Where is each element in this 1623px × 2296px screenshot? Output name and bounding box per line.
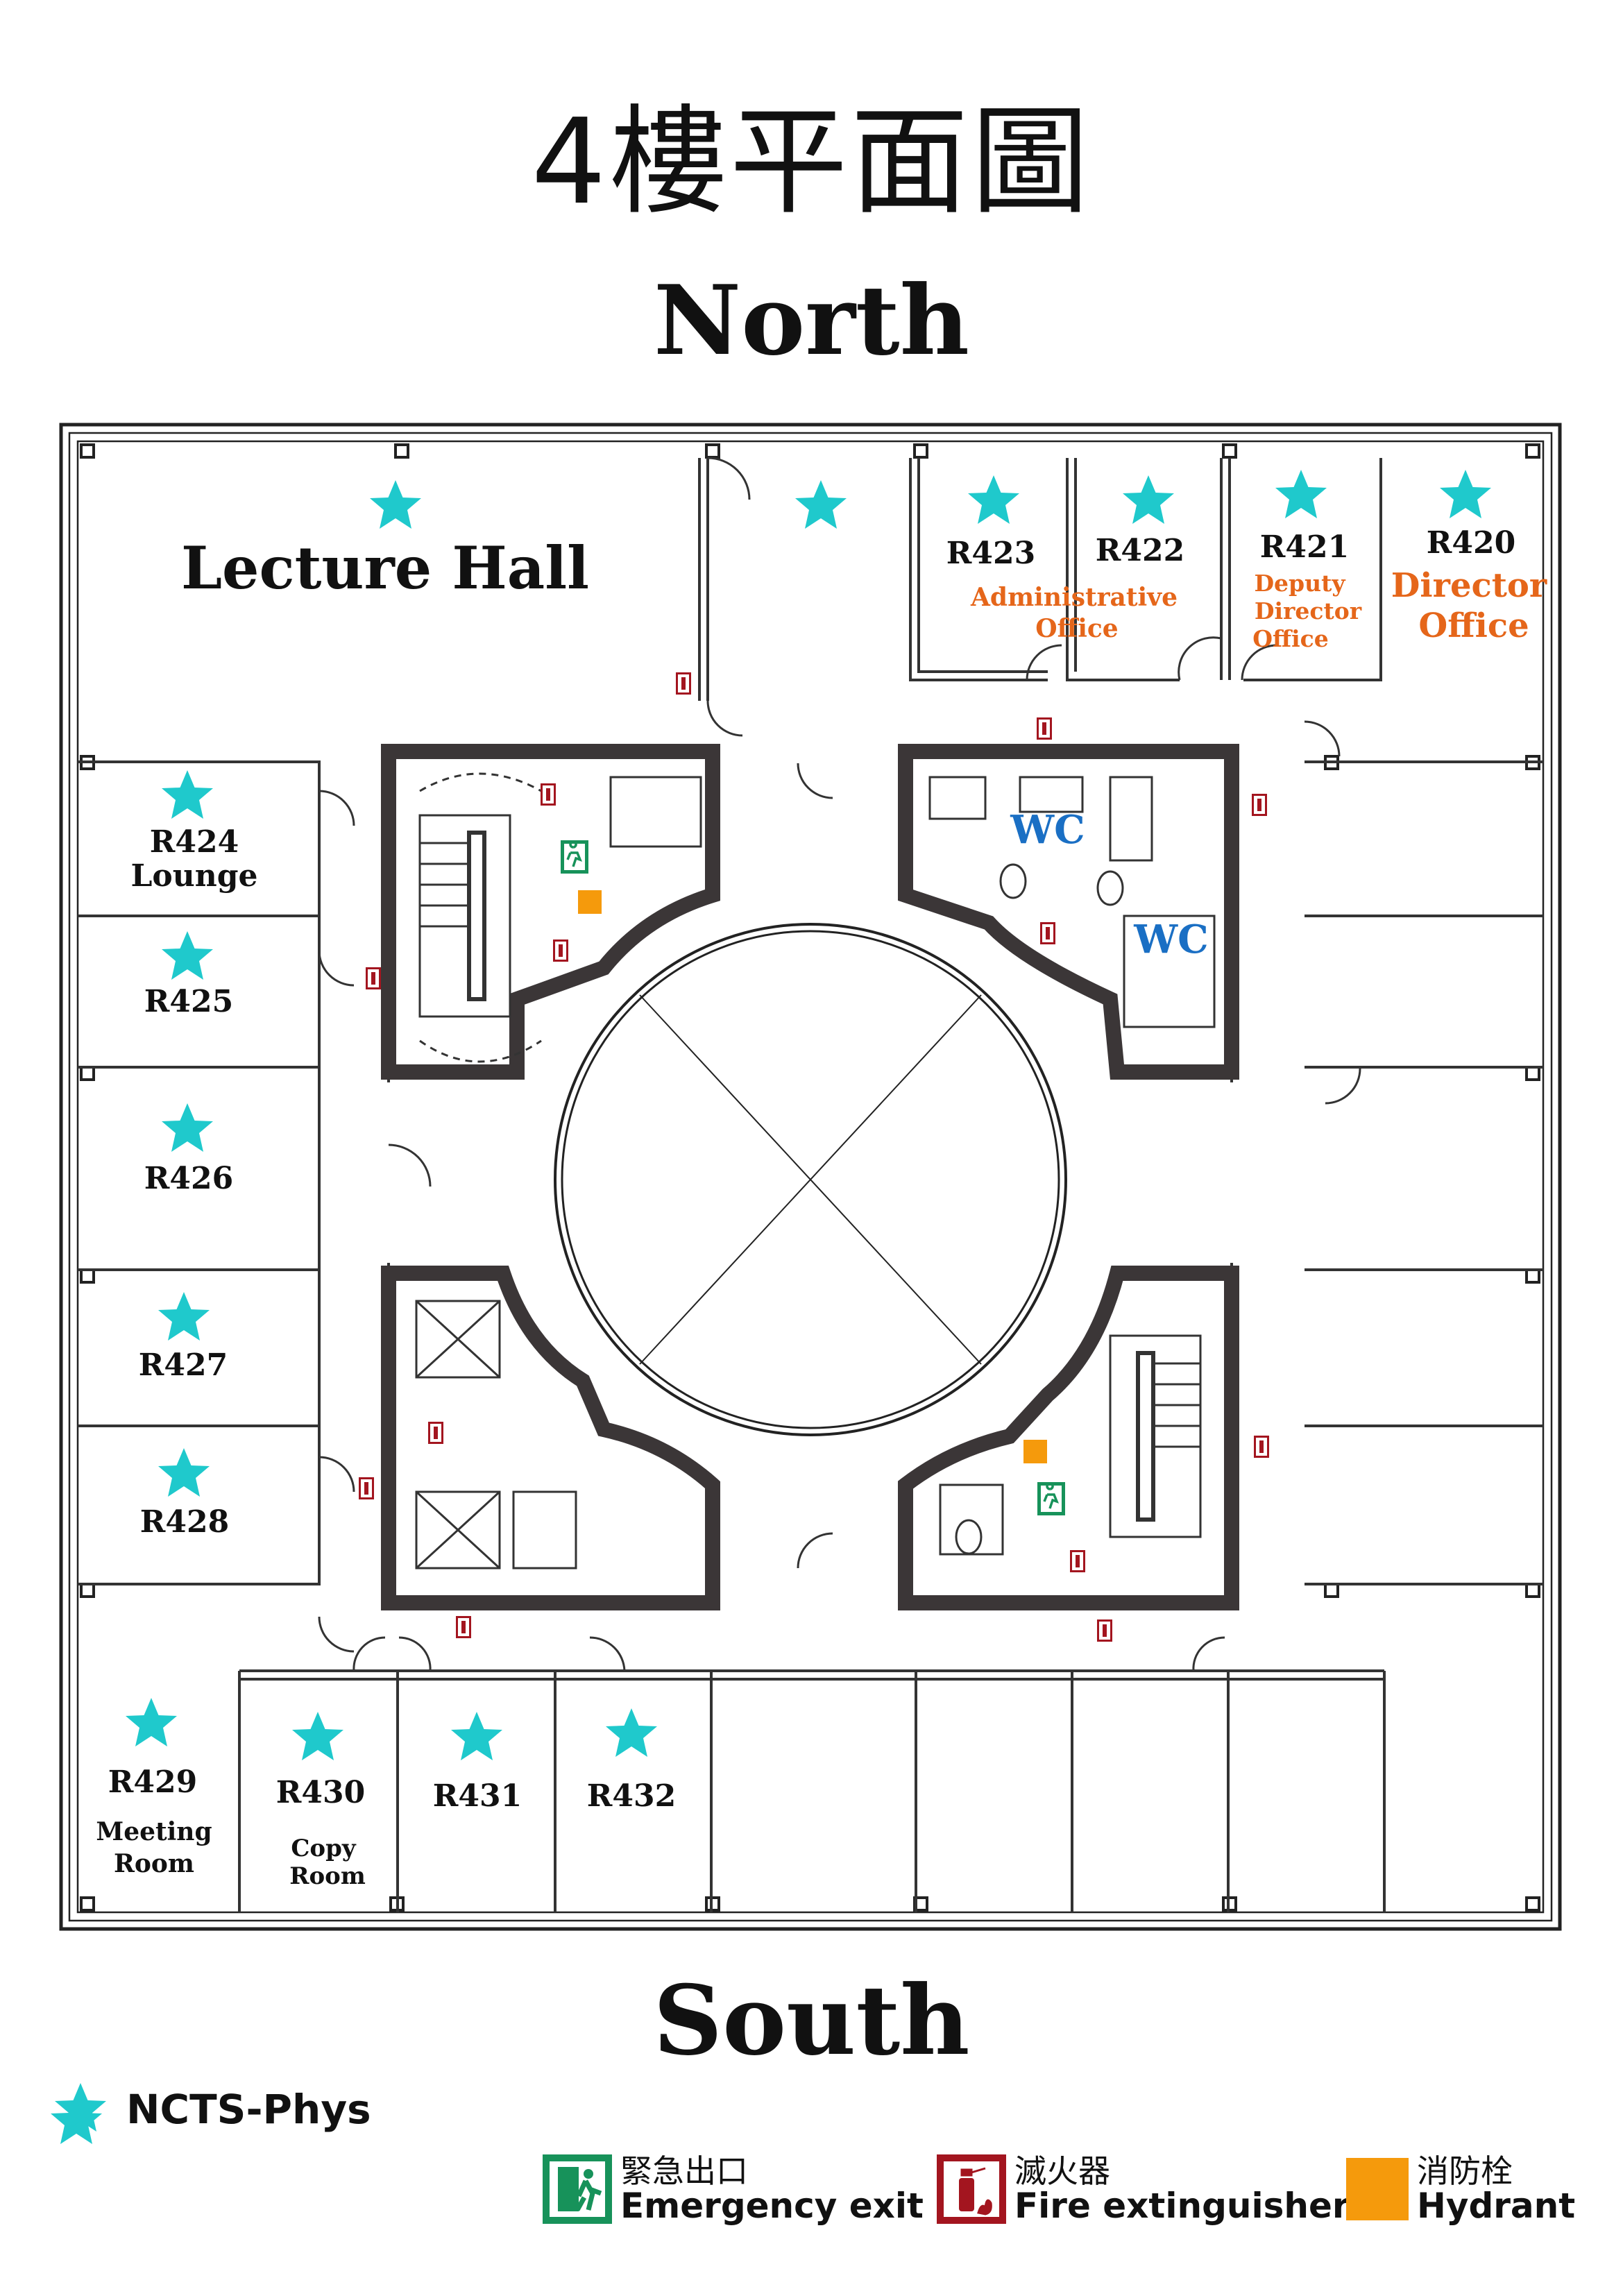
room-number-r423: R423 xyxy=(946,536,1035,571)
emergency-exit-icon xyxy=(559,839,590,875)
room-name-r423: Administrative xyxy=(970,583,1178,612)
legend-exit-cn: 緊急出口 xyxy=(620,2152,748,2190)
wc-label-upper: WC xyxy=(1010,807,1085,853)
legend-ext-en: Fire extinguisher xyxy=(1014,2186,1350,2227)
room-label-lecture-hall: Lecture Hall xyxy=(181,534,589,602)
star-icon xyxy=(1275,470,1327,518)
south-label: South xyxy=(653,1964,970,2077)
hydrant-icon xyxy=(578,890,602,914)
legend-emergency-exit: 緊急出口 Emergency exit xyxy=(543,2154,924,2225)
hydrants xyxy=(578,890,1047,1463)
fire-extinguisher-icon xyxy=(456,1616,471,1638)
room-number-r421: R421 xyxy=(1260,529,1349,565)
central-rotunda xyxy=(554,923,1067,1436)
room-number-r428: R428 xyxy=(140,1504,229,1540)
north-label: North xyxy=(654,264,969,377)
fire-extinguisher-icon xyxy=(541,783,556,806)
star-icon xyxy=(55,2083,106,2132)
fire-extinguisher-icon xyxy=(359,1477,374,1499)
fire-extinguisher-icon xyxy=(1070,1550,1085,1572)
room-name-r421-line2: Director xyxy=(1255,597,1362,624)
building-outline xyxy=(59,423,1562,1931)
room-number-r429: R429 xyxy=(108,1764,197,1800)
room-number-r431: R431 xyxy=(433,1778,522,1814)
wc-label-lower: WC xyxy=(1133,917,1208,962)
star-icon xyxy=(162,931,213,980)
door-swings xyxy=(318,457,1361,1672)
room-number-r424: R424 xyxy=(150,824,239,860)
restroom-fixtures xyxy=(928,776,1216,1556)
fire-extinguisher-icon xyxy=(1037,717,1052,740)
star-icon xyxy=(1440,470,1491,518)
fire-extinguisher-icon xyxy=(553,939,568,962)
legend-exit-en: Emergency exit xyxy=(620,2186,924,2227)
fire-extinguisher-icon xyxy=(676,672,691,695)
core-walls xyxy=(381,744,1239,1610)
star-icon xyxy=(292,1712,343,1760)
legend-ncts-label: NCTS-Phys xyxy=(126,2086,371,2133)
room-number-r430: R430 xyxy=(276,1775,365,1810)
fire-extinguisher-icon xyxy=(1252,794,1267,816)
star-icon xyxy=(451,1712,502,1760)
emergency-exit-icon xyxy=(1036,1481,1067,1517)
partition-walls xyxy=(78,458,1543,1912)
star-icon xyxy=(370,480,421,529)
room-number-r427: R427 xyxy=(139,1347,228,1383)
legend-hydrant: 消防栓 Hydrant xyxy=(1346,2154,1575,2225)
star-icon xyxy=(126,1698,177,1746)
legend-ext-cn: 滅火器 xyxy=(1014,2152,1110,2190)
room-name-r430-line1: Copy xyxy=(291,1835,357,1862)
room-labels: Lecture Hall R423 Administrative Office … xyxy=(96,525,1547,1890)
room-name-r429-line1: Meeting xyxy=(96,1817,212,1846)
room-number-r426: R426 xyxy=(144,1161,233,1196)
star-icon xyxy=(606,1708,657,1757)
star-icon xyxy=(162,1103,213,1152)
legend-hyd-en: Hydrant xyxy=(1417,2186,1576,2227)
fire-extinguisher-icon xyxy=(1097,1619,1112,1642)
hydrant-icon xyxy=(1023,1440,1047,1463)
room-number-r420: R420 xyxy=(1427,525,1515,561)
stairs-and-elevators xyxy=(415,772,1202,1570)
ncts-stars xyxy=(51,470,1491,2144)
page-title: 4樓平面圖 xyxy=(531,94,1092,231)
fire-extinguisher-icon xyxy=(937,2154,1006,2225)
emergency-exit-icon xyxy=(543,2154,612,2225)
columns xyxy=(80,443,1540,1912)
room-number-r422: R422 xyxy=(1096,533,1184,568)
star-icon xyxy=(158,1448,210,1497)
legend-fire-extinguisher: 滅火器 Fire extinguisher xyxy=(937,2154,1350,2225)
hydrant-icon xyxy=(1346,2158,1409,2221)
room-name-r421-line1: Deputy xyxy=(1254,570,1345,597)
fire-extinguisher-icon xyxy=(1254,1436,1269,1458)
room-name-r421-line3: Office xyxy=(1252,625,1328,652)
star-icon xyxy=(795,480,847,529)
room-number-r432: R432 xyxy=(587,1778,676,1814)
room-number-r425: R425 xyxy=(144,984,233,1019)
room-name-r429-line2: Room xyxy=(114,1849,194,1878)
legend-ncts: NCTS-Phys xyxy=(53,2082,371,2137)
star-icon xyxy=(968,475,1019,524)
fire-extinguisher-icon xyxy=(428,1422,443,1444)
star-icon xyxy=(1123,475,1174,524)
room-name-r420-line1: Director xyxy=(1391,566,1547,605)
room-name-r420-line2: Office xyxy=(1418,606,1529,645)
star-icon xyxy=(162,770,213,819)
fire-extinguisher-icon xyxy=(1040,922,1055,944)
room-name-r424: Lounge xyxy=(130,858,257,894)
star-icon xyxy=(158,1292,210,1341)
fire-extinguisher-icon xyxy=(366,967,381,989)
legend-hyd-cn: 消防栓 xyxy=(1417,2152,1513,2190)
room-name-r423-line2: Office xyxy=(1035,614,1118,643)
room-name-r430-line2: Room xyxy=(289,1862,366,1890)
